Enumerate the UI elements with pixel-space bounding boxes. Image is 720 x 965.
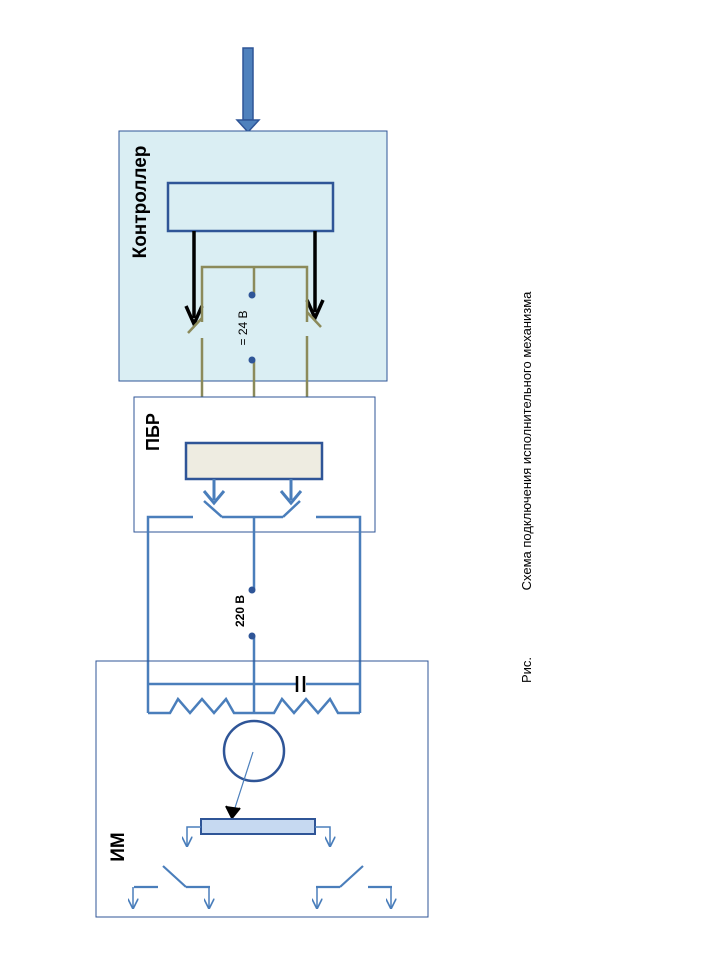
dc-voltage-label: = 24 В xyxy=(236,310,250,345)
caption-text: Схема подключения исполнительного механи… xyxy=(519,291,534,591)
input-arrow xyxy=(235,47,261,134)
motor-winding-right xyxy=(254,696,360,715)
relay-contact-right xyxy=(306,311,322,328)
ac-terminal-top xyxy=(248,586,256,594)
relay-contact-left xyxy=(187,317,203,334)
pbr-module xyxy=(184,441,324,481)
pbr-block: ПБР xyxy=(133,396,376,533)
power-circuit xyxy=(146,500,362,715)
capacitor xyxy=(295,676,306,692)
pbr-label: ПБР xyxy=(143,413,163,451)
feedback-slider xyxy=(200,818,316,835)
im-block: ИМ xyxy=(95,660,429,918)
controller-label: Контроллер xyxy=(130,146,151,259)
controller-block: Контроллер = 24 В xyxy=(118,130,388,443)
motor-winding-left xyxy=(148,696,254,715)
dc-terminal-bottom xyxy=(248,356,256,364)
limit-switch-left xyxy=(133,865,210,908)
motor-rotor xyxy=(222,719,286,783)
caption-prefix: Рис. xyxy=(519,657,534,683)
ac-voltage-label: 220 В xyxy=(233,595,247,627)
pbr-switches xyxy=(202,479,303,506)
controller-processor xyxy=(166,181,335,233)
limit-switch-right xyxy=(316,865,392,908)
rotor-linkage xyxy=(232,751,254,815)
dc-terminal-top xyxy=(248,291,256,299)
ac-terminal-bottom xyxy=(248,632,256,640)
im-label: ИМ xyxy=(108,832,129,861)
